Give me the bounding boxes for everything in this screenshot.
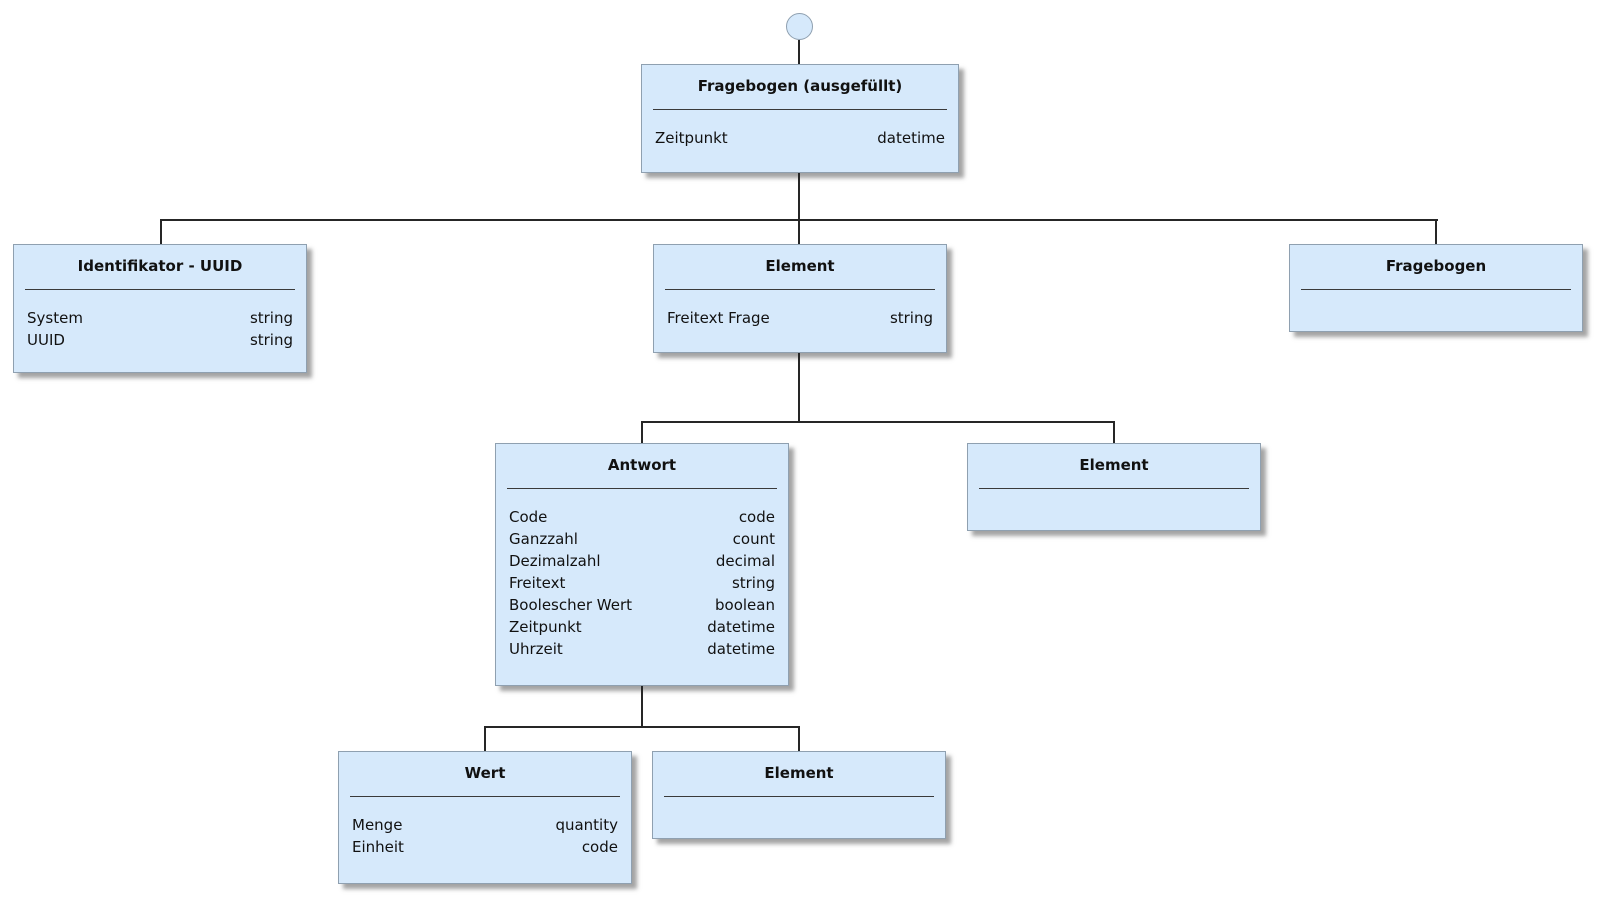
node-fragebogen-ausgefuellt: Fragebogen (ausgefüllt) Zeitpunkt datetim… — [641, 64, 959, 173]
connector-l3-drop-right — [798, 726, 800, 751]
node-fragebogen: Fragebogen — [1289, 244, 1583, 332]
node-element-frage: Element Freitext Frage string — [653, 244, 947, 353]
node-divider — [979, 488, 1249, 489]
attribute-row: Freitext Frage string — [654, 307, 946, 329]
attribute-row: UUID string — [14, 329, 306, 351]
node-title: Identifikator - UUID — [77, 257, 243, 275]
node-element-unter-antwort: Element — [652, 751, 946, 839]
attribute-row: Zeitpunkt datetime — [496, 616, 788, 638]
node-title: Antwort — [607, 456, 677, 474]
attribute-name: Einheit — [352, 838, 404, 856]
node-divider — [350, 796, 620, 797]
attribute-row: Code code — [496, 506, 788, 528]
attribute-type: string — [889, 309, 933, 327]
node-divider — [653, 109, 947, 110]
attribute-name: Zeitpunkt — [509, 618, 582, 636]
attribute-row: Zeitpunkt datetime — [642, 127, 958, 149]
attribute-name: Zeitpunkt — [655, 129, 728, 147]
connector-l2-bar — [641, 421, 1115, 423]
root-anchor-circle — [786, 13, 813, 40]
connector-l1-drop-left — [160, 219, 162, 244]
node-divider — [665, 289, 935, 290]
node-divider — [1301, 289, 1571, 290]
attribute-type: string — [249, 331, 293, 349]
connector-l2-drop-right — [1113, 421, 1115, 443]
attribute-type: datetime — [707, 618, 775, 636]
node-divider — [664, 796, 934, 797]
attribute-name: Dezimalzahl — [509, 552, 601, 570]
attribute-row: System string — [14, 307, 306, 329]
attribute-name: System — [27, 309, 83, 327]
attribute-name: Menge — [352, 816, 403, 834]
node-attributes: Zeitpunkt datetime — [642, 110, 958, 149]
node-attributes — [653, 797, 945, 814]
connector-l1-drop-right — [1435, 219, 1437, 244]
attribute-row: Freitext string — [496, 572, 788, 594]
attribute-name: Ganzzahl — [509, 530, 578, 548]
attribute-type: count — [732, 530, 775, 548]
node-divider — [507, 488, 777, 489]
attribute-type: decimal — [715, 552, 775, 570]
node-element-unter-frage: Element — [967, 443, 1261, 531]
attribute-row: Ganzzahl count — [496, 528, 788, 550]
attribute-row: Uhrzeit datetime — [496, 638, 788, 660]
node-attributes: Freitext Frage string — [654, 290, 946, 329]
node-divider — [25, 289, 295, 290]
connector-l3-bar — [484, 726, 800, 728]
attribute-type: string — [731, 574, 775, 592]
connector-l1-drop-mid — [798, 219, 800, 244]
connector-l3-drop-left — [484, 726, 486, 751]
attribute-name: Uhrzeit — [509, 640, 563, 658]
node-attributes — [968, 489, 1260, 506]
attribute-type: datetime — [877, 129, 945, 147]
attribute-type: code — [581, 838, 618, 856]
connector-l3-stem — [641, 686, 643, 728]
connector-l2-stem — [798, 353, 800, 423]
node-title: Wert — [464, 764, 506, 782]
connector-root-stem — [798, 40, 800, 64]
connector-l1-stem — [798, 173, 800, 221]
attribute-row: Boolescher Wert boolean — [496, 594, 788, 616]
node-title: Element — [765, 257, 835, 275]
attribute-name: Boolescher Wert — [509, 596, 633, 614]
connector-l2-drop-left — [641, 421, 643, 443]
attribute-type: code — [738, 508, 775, 526]
attribute-name: Freitext Frage — [667, 309, 770, 327]
attribute-name: Freitext — [509, 574, 566, 592]
attribute-name: Code — [509, 508, 548, 526]
attribute-name: UUID — [27, 331, 65, 349]
attribute-row: Dezimalzahl decimal — [496, 550, 788, 572]
node-title: Fragebogen — [1385, 257, 1487, 275]
node-title: Element — [764, 764, 834, 782]
attribute-type: string — [249, 309, 293, 327]
node-title: Fragebogen (ausgefüllt) — [697, 77, 903, 95]
node-attributes — [1290, 290, 1582, 307]
attribute-type: quantity — [555, 816, 618, 834]
node-title: Element — [1079, 456, 1149, 474]
attribute-type: datetime — [707, 640, 775, 658]
attribute-row: Einheit code — [339, 836, 631, 858]
attribute-type: boolean — [715, 596, 775, 614]
attribute-row: Menge quantity — [339, 814, 631, 836]
